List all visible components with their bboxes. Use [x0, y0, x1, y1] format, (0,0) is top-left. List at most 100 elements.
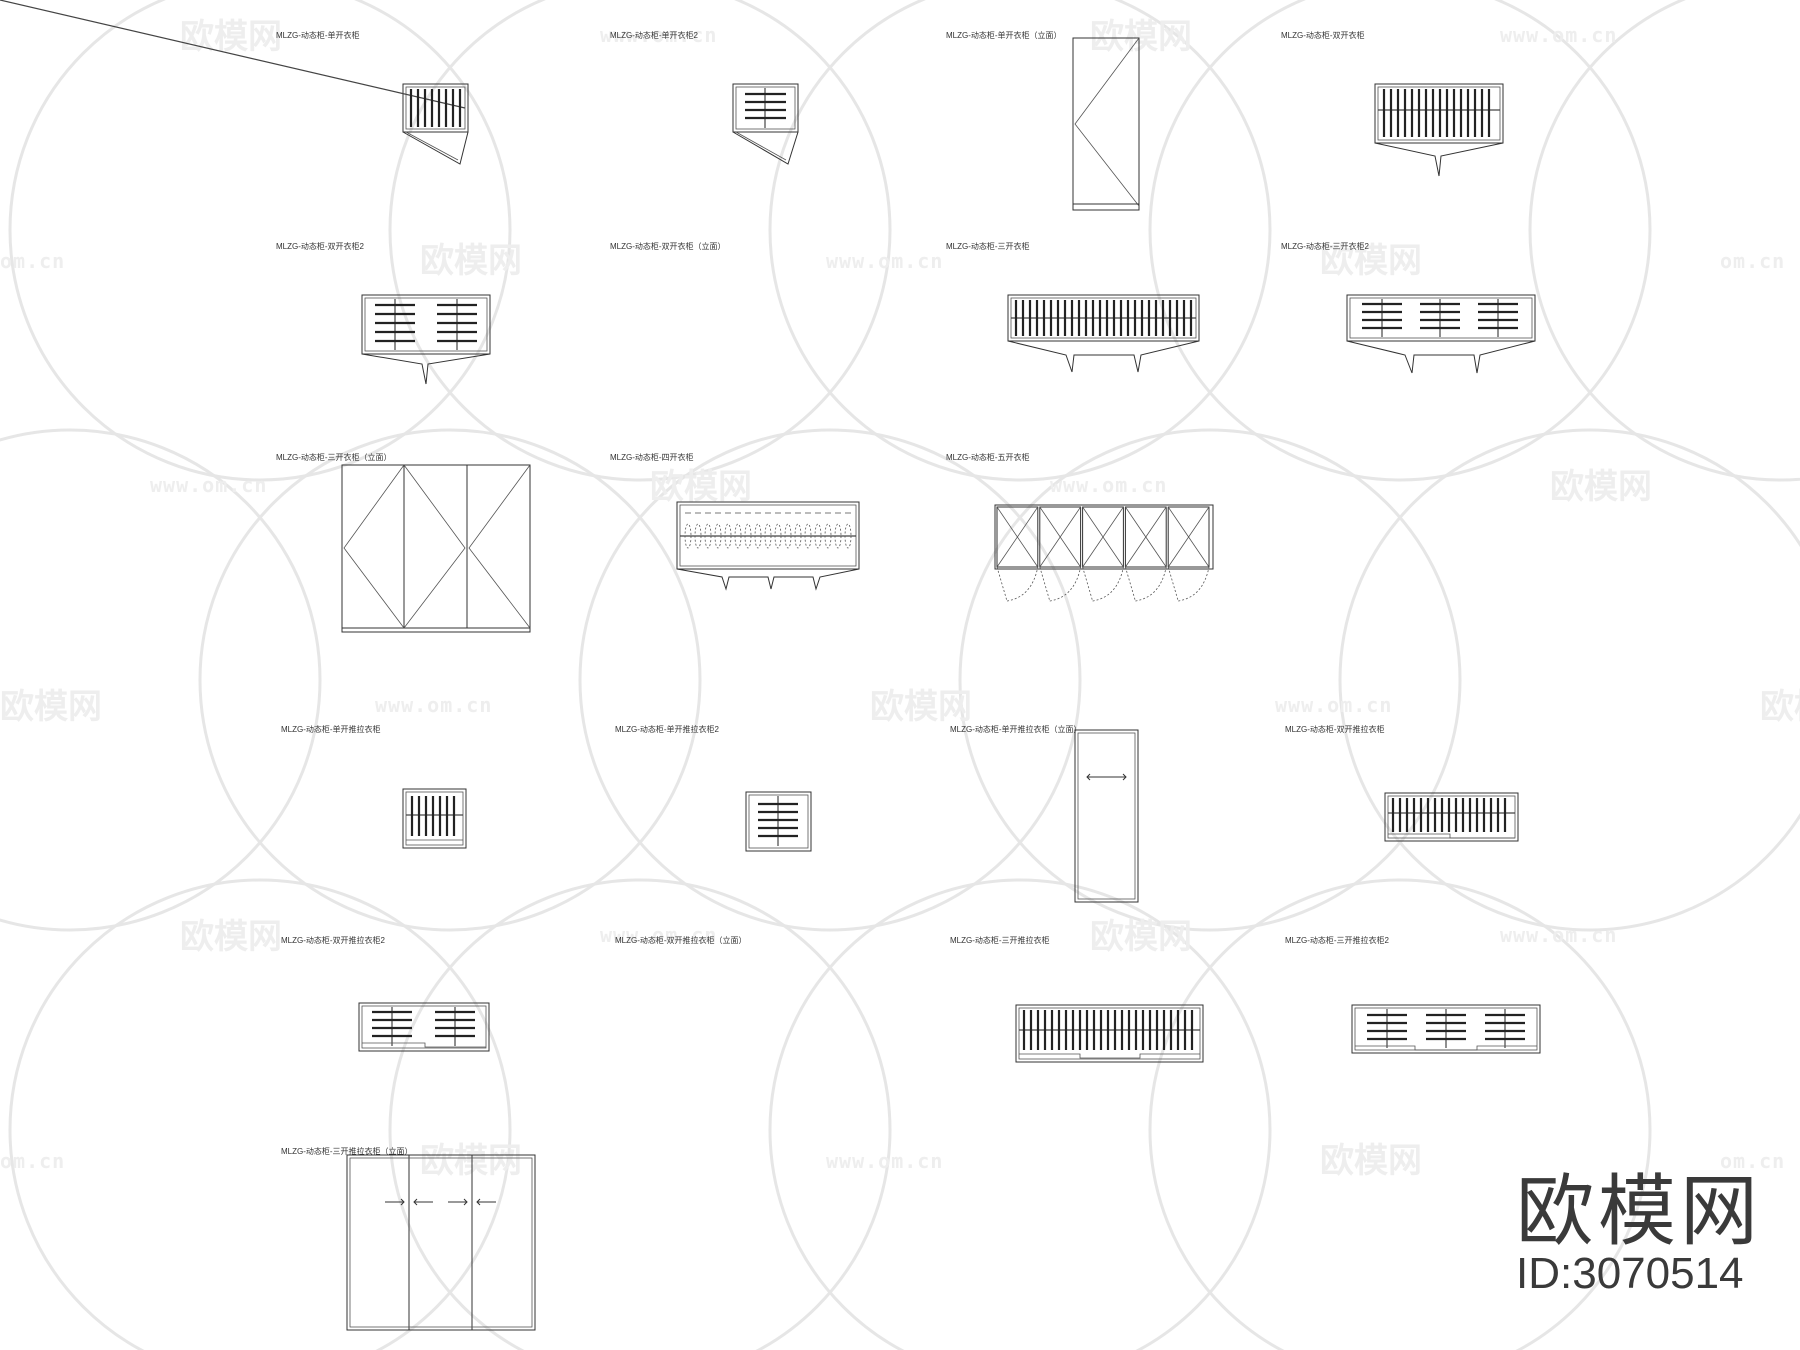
hanger-mark	[824, 523, 832, 549]
watermark-texts: 欧模网 www.om.cn 欧模网 www.om.cn om.cn 欧模网 ww…	[0, 17, 1800, 1181]
door-cross	[1039, 506, 1081, 568]
drawing-p19	[1351, 1004, 1541, 1054]
watermark-url: om.cn	[0, 1149, 65, 1173]
drawing-p2	[732, 83, 799, 165]
drawing-p13	[745, 791, 812, 852]
panel-caption: MLZG-动态柜-双开衣柜	[1281, 30, 1365, 40]
drawing-p7	[1007, 294, 1200, 373]
watermark-logo: 欧模网	[180, 917, 282, 957]
watermark-logo: 欧模网	[1550, 467, 1652, 507]
watermark-url: www.om.cn	[150, 473, 267, 497]
panel-caption: MLZG-动态柜-三开推拉衣柜2	[1285, 935, 1390, 945]
hanger-mark	[814, 523, 822, 549]
door-panel	[1039, 506, 1082, 568]
hanger-mark	[684, 523, 692, 549]
watermark-logo: 欧模网	[650, 467, 752, 507]
watermark-url: om.cn	[1720, 1149, 1785, 1173]
hanger-mark	[714, 523, 722, 549]
door-swing	[1082, 566, 1124, 602]
hanger-mark	[774, 523, 782, 549]
brand-logo-text: 欧模网	[1516, 1167, 1762, 1257]
brand-block: 欧模网 ID:3070514	[1516, 1167, 1762, 1298]
brand-id-label: ID:3070514	[1516, 1249, 1744, 1298]
panel-caption: MLZG-动态柜-三开衣柜（立面）	[276, 452, 392, 462]
drawing-p14	[1074, 729, 1139, 903]
panel-caption: MLZG-动态柜-单开推拉衣柜（立面）	[950, 724, 1082, 734]
drawing-p8	[1346, 294, 1536, 374]
drawing-p1	[0, 0, 469, 165]
watermark-logo: 欧模网	[1320, 1141, 1422, 1181]
drawing-p11	[994, 504, 1214, 602]
door-panel	[996, 506, 1039, 568]
watermark-url: www.om.cn	[1275, 693, 1392, 717]
hanger-mark	[704, 523, 712, 549]
hanger-mark	[694, 523, 702, 549]
panel-caption: MLZG-动态柜-四开衣柜	[610, 452, 694, 462]
door-cross	[1167, 506, 1210, 568]
watermark-logo: 欧模网	[0, 687, 102, 727]
drawing-p5	[361, 294, 491, 385]
drawing-p10	[676, 501, 860, 591]
drawing-p20	[346, 1154, 536, 1331]
watermark-logo: 欧模网	[420, 1141, 522, 1181]
watermark-logo: 欧模网	[1320, 241, 1422, 281]
panel-caption: MLZG-动态柜-单开推拉衣柜2	[615, 724, 720, 734]
hanger-mark	[844, 523, 852, 549]
door-panel	[1124, 506, 1167, 568]
hanger-mark	[834, 523, 842, 549]
panel-captions: MLZG-动态柜-单开衣柜 MLZG-动态柜-单开衣柜2 MLZG-动态柜-单开…	[276, 30, 1390, 1156]
panel-caption: MLZG-动态柜-单开衣柜	[276, 30, 360, 40]
watermark-url: om.cn	[0, 249, 65, 273]
watermark-logo: 欧模网	[180, 17, 282, 57]
hanger-mark	[794, 523, 802, 549]
watermark-url: www.om.cn	[1050, 473, 1167, 497]
panel-caption: MLZG-动态柜-单开推拉衣柜	[281, 724, 381, 734]
watermark-url: www.om.cn	[1500, 923, 1617, 947]
panel-caption: MLZG-动态柜-单开衣柜2	[610, 30, 699, 40]
drawing-p15	[1384, 792, 1519, 842]
watermark-logo: 欧模网	[1760, 687, 1800, 727]
hanger-mark	[804, 523, 812, 549]
watermark-url: www.om.cn	[826, 249, 943, 273]
watermark-logo: 欧模网	[870, 687, 972, 727]
watermark-url: om.cn	[1720, 249, 1785, 273]
panel-caption: MLZG-动态柜-三开衣柜	[946, 241, 1030, 251]
drawing-p16	[358, 1002, 490, 1052]
door-panel	[1082, 506, 1124, 568]
hanger-mark	[754, 523, 762, 549]
watermark-url: www.om.cn	[375, 693, 492, 717]
panel-caption: MLZG-动态柜-三开衣柜2	[1281, 241, 1370, 251]
door-cross	[1082, 506, 1124, 568]
hanger-mark	[764, 523, 772, 549]
watermark-url: www.om.cn	[600, 923, 717, 947]
hanger-mark	[744, 523, 752, 549]
panel-caption: MLZG-动态柜-三开推拉衣柜	[950, 935, 1050, 945]
panel-caption: MLZG-动态柜-双开衣柜（立面）	[610, 241, 726, 251]
door-swing	[996, 566, 1039, 602]
door-swing	[1167, 566, 1210, 602]
panel-caption: MLZG-动态柜-双开推拉衣柜	[1285, 724, 1385, 734]
hanger-mark	[784, 523, 792, 549]
drawing-p18	[1015, 1004, 1204, 1063]
drawing-p9	[341, 464, 531, 633]
hanger-mark	[724, 523, 732, 549]
door-swing	[1039, 566, 1081, 602]
panel-caption: MLZG-动态柜-单开衣柜（立面）	[946, 30, 1062, 40]
panel-caption: MLZG-动态柜-双开推拉衣柜2	[281, 935, 386, 945]
watermark-logo: 欧模网	[420, 241, 522, 281]
door-cross	[1125, 506, 1167, 568]
hanger-mark	[734, 523, 742, 549]
panel-caption: MLZG-动态柜-双开衣柜2	[276, 241, 365, 251]
door-panel	[1167, 506, 1210, 568]
drawing-p12	[402, 788, 467, 849]
door-swing	[1125, 566, 1167, 602]
watermark-url: www.om.cn	[826, 1149, 943, 1173]
drawing-p4	[1374, 83, 1504, 177]
watermark-url: www.om.cn	[600, 23, 717, 47]
watermark-url: www.om.cn	[1500, 23, 1617, 47]
panel-caption: MLZG-动态柜-三开推拉衣柜（立面）	[281, 1146, 413, 1156]
panel-caption: MLZG-动态柜-五开衣柜	[946, 452, 1030, 462]
panel-caption: MLZG-动态柜-双开推拉衣柜（立面）	[615, 935, 747, 945]
